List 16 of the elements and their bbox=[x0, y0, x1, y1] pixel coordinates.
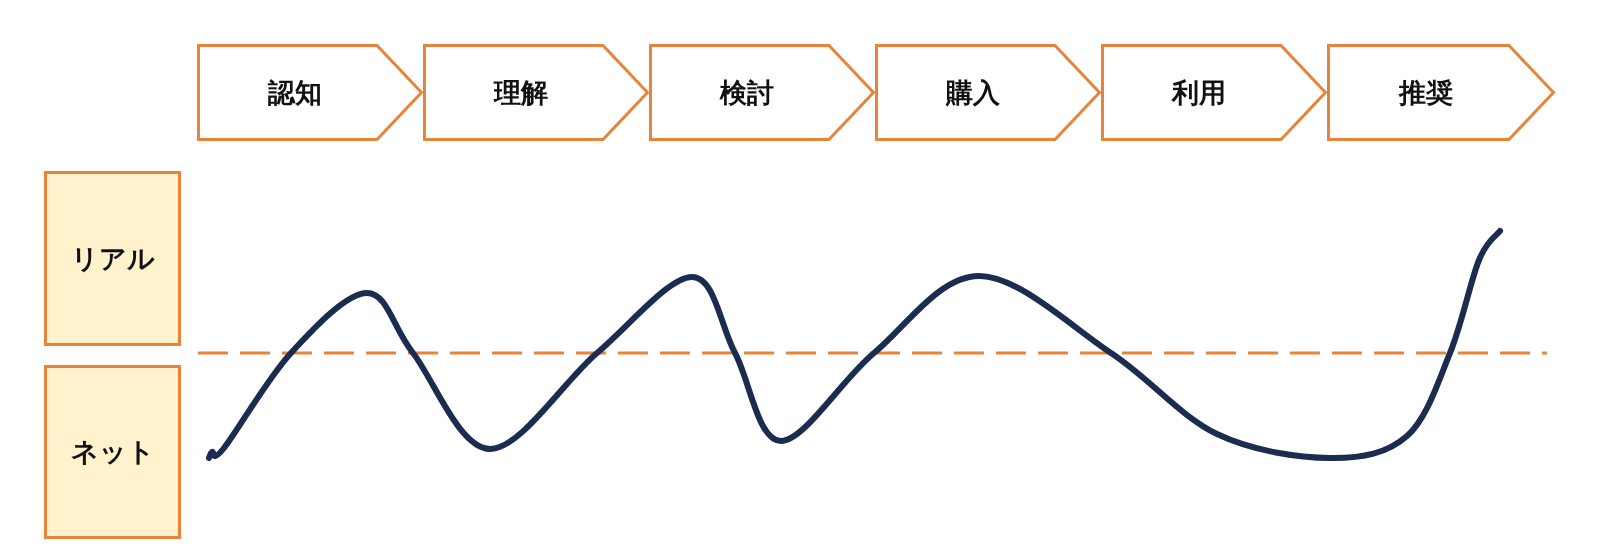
stage-label: 認知 bbox=[268, 77, 322, 108]
stage-process-box bbox=[875, 44, 1101, 141]
stage-label: 理解 bbox=[494, 77, 548, 108]
stage-label: 検討 bbox=[720, 77, 774, 108]
row-label: ネット bbox=[70, 437, 155, 467]
stage-process-box bbox=[1101, 44, 1327, 141]
row-label-box bbox=[44, 365, 181, 539]
stage-process-box bbox=[1327, 44, 1555, 141]
stage-label: 推奨 bbox=[1399, 77, 1453, 108]
stage-process-box bbox=[423, 44, 649, 141]
row-label: リアル bbox=[70, 243, 155, 274]
row-label-box bbox=[44, 171, 181, 346]
stage-label: 購入 bbox=[946, 77, 1000, 108]
stage-process-box bbox=[649, 44, 875, 141]
stage-process-box bbox=[197, 44, 423, 141]
stage-label: 利用 bbox=[1172, 77, 1226, 108]
